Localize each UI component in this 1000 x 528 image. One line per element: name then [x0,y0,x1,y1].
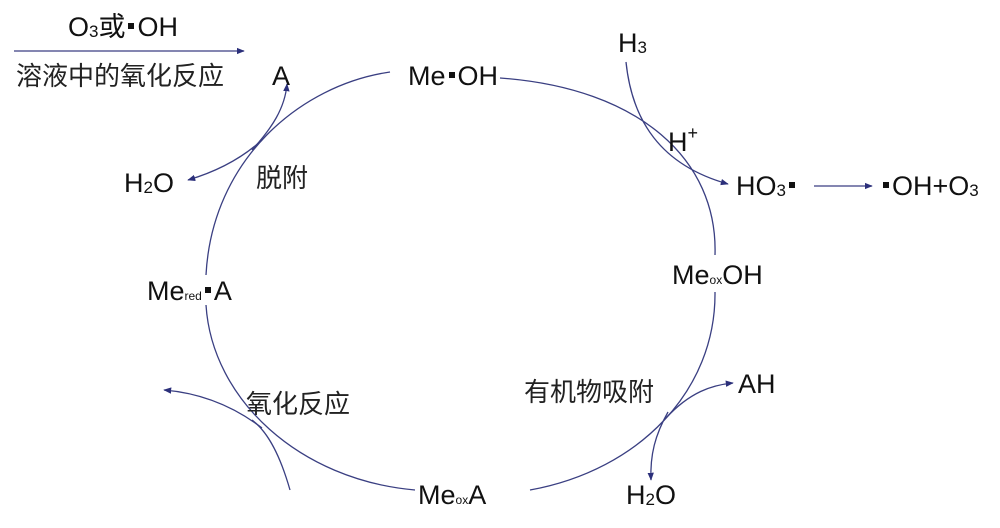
hydroxyl-radical-products-label: OH+O3 [880,173,979,200]
desorption-water-arrow [187,139,263,182]
cycle-arc-left-top [205,71,391,276]
adsorption-arrow [665,380,734,419]
radical-dot-icon [204,287,211,293]
desorption-to-product-arrow [251,83,290,151]
legend-description: 溶液中的氧化反应 [16,62,225,92]
step-desorption-label: 脱附 [256,164,309,194]
proton-label: H+ [668,123,699,157]
ozone-reactant-label: H3 [618,28,647,58]
organic-ah-label: AH [738,369,776,399]
radical-dot-icon [448,72,455,78]
cycle-arc-bottom-left [205,304,416,491]
radical-dot-icon [788,182,795,188]
legend-product-label: A [272,61,291,91]
step-oxidation-label: 氧化反应 [246,390,351,420]
water-left-label: H2O [124,168,174,198]
cycle-node-bottom: MeoxA [418,480,487,510]
step-adsorption-label: 有机物吸附 [524,378,655,408]
oxidation-output-arrow [163,387,263,429]
radical-dot-icon [883,182,889,188]
radical-dot-icon [128,23,135,29]
cycle-node-right: MeoxOH [672,260,763,290]
ho3-radical-label: HO3 [736,173,798,200]
cycle-arc-top-right [499,77,716,256]
adsorption-water-arrow [647,411,669,481]
water-right-label: H2O [626,480,676,510]
ozone-decomposition-arrow [625,61,729,186]
